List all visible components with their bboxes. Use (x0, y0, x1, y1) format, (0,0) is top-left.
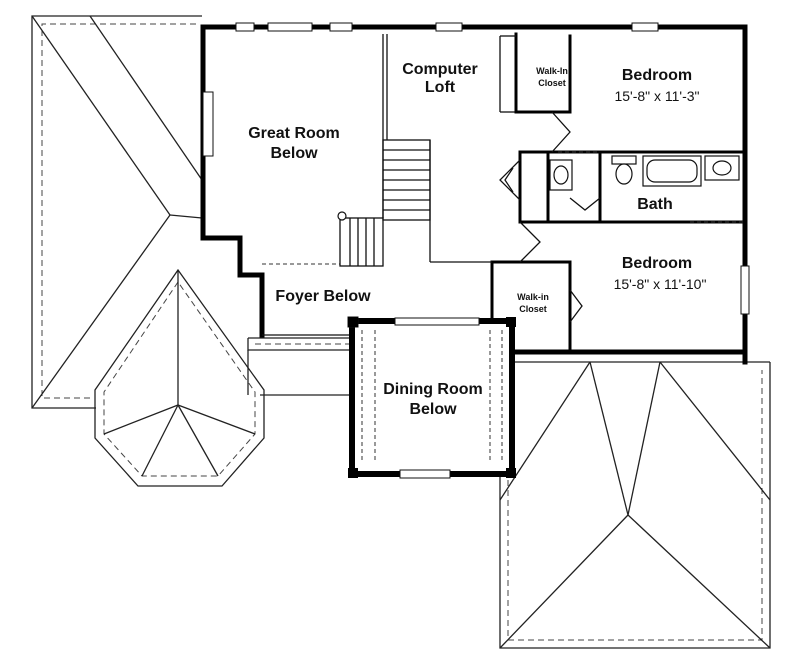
walk-in-closet-top-line2: Closet (538, 78, 566, 88)
bath-fixtures (549, 155, 740, 191)
dining-room-label-line2: Below (409, 401, 457, 418)
dining-room-label-line1: Dining Room (383, 381, 483, 398)
left-roof (31, 15, 203, 409)
bath-label: Bath (637, 196, 673, 213)
bedroom-bottom-size: 15'-8" x 11'-10" (614, 276, 707, 292)
bedroom-top-label: Bedroom (622, 67, 692, 84)
dashed-lines (262, 151, 745, 265)
bedroom-top-size: 15'-8" x 11'-3" (614, 88, 699, 104)
bay-roof (94, 268, 265, 487)
walk-in-closet-bottom-line1: Walk-in (517, 292, 549, 302)
bedroom-window (740, 265, 750, 315)
computer-loft-label-line2: Loft (425, 79, 456, 96)
great-room-window (202, 91, 214, 157)
porch-roof (247, 337, 350, 396)
right-roof (499, 361, 771, 649)
doors (499, 111, 601, 323)
walk-in-closet-bottom-line2: Closet (519, 304, 547, 314)
dining-room-box (347, 316, 516, 479)
walk-in-closet-top-line1: Walk-In (536, 66, 568, 76)
foyer-label: Foyer Below (275, 288, 371, 305)
interior-walls (262, 32, 747, 354)
great-room-label-line2: Below (270, 145, 318, 162)
bedroom-bottom-label: Bedroom (622, 255, 692, 272)
stairs (337, 139, 431, 267)
top-windows (235, 22, 659, 32)
computer-loft-label-line1: Computer (402, 61, 478, 78)
great-room-label-line1: Great Room (248, 125, 340, 142)
